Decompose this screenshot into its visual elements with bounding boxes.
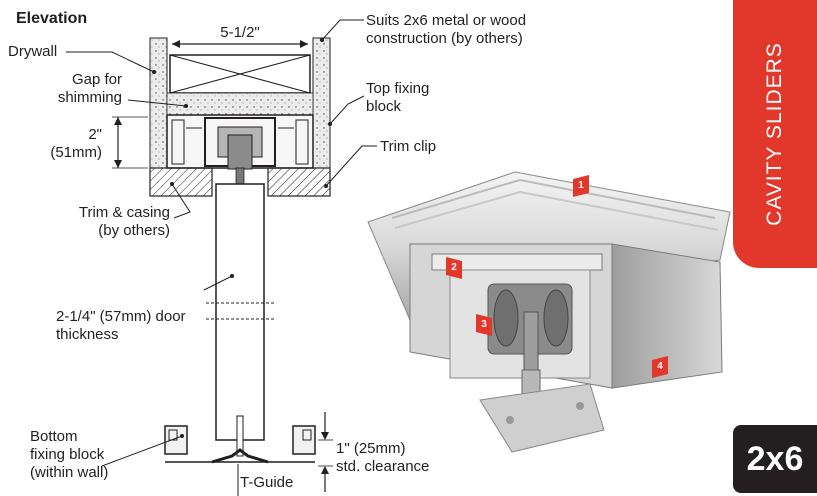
gap-label-line2: shimming (57, 89, 122, 106)
track-side-face (611, 243, 723, 389)
gap-label-line1: Gap for (71, 71, 122, 88)
marker-3: 3 (476, 314, 492, 336)
height-dimension-label-line2: (51mm) (50, 144, 102, 161)
door-panel (215, 183, 265, 441)
door-thickness-label-line2: thickness (56, 326, 119, 343)
marker-1: 1 (573, 175, 589, 197)
clearance-label-line2: std. clearance (336, 458, 430, 475)
height-dimension-label-line1: 2" (88, 126, 102, 143)
hanger-plate (479, 383, 605, 453)
bottom-fixing-label-line1: Bottom (30, 428, 78, 445)
suits-label-line1: Suits 2x6 metal or wood (366, 12, 527, 29)
size-badge-label: 2x6 (746, 440, 804, 478)
marker-4: 4 (652, 356, 668, 378)
door-thickness-label-line1: 2-1/4" (57mm) door (56, 308, 186, 325)
trim-casing-label-line1: Trim & casing (78, 204, 170, 221)
t-guide-text: T-Guide (240, 474, 294, 491)
trim-right (267, 167, 331, 197)
category-tab-label: CAVITY SLIDERS (763, 42, 786, 226)
trim-left (149, 167, 213, 197)
suits-label-line2: construction (by others) (366, 30, 523, 47)
trim-casing-label-line2: (by others) (98, 222, 170, 239)
page-title: Elevation (16, 10, 88, 27)
size-badge (733, 425, 817, 493)
width-dimension-label: 5-1/2" (220, 24, 260, 41)
drywall-label: Drywall (8, 43, 58, 60)
top-fixing-label-line1: Top fixing (366, 80, 430, 97)
category-tab (733, 0, 817, 268)
top-fixing-label-line2: block (366, 98, 402, 115)
marker-2: 2 (446, 257, 462, 279)
bottom-fixing-label-line2: fixing block (30, 446, 105, 463)
clearance-label-line1: 1" (25mm) (336, 440, 406, 457)
trim-clip-label: Trim clip (380, 138, 437, 155)
bottom-fixing-label-line3: (within wall) (30, 464, 109, 481)
